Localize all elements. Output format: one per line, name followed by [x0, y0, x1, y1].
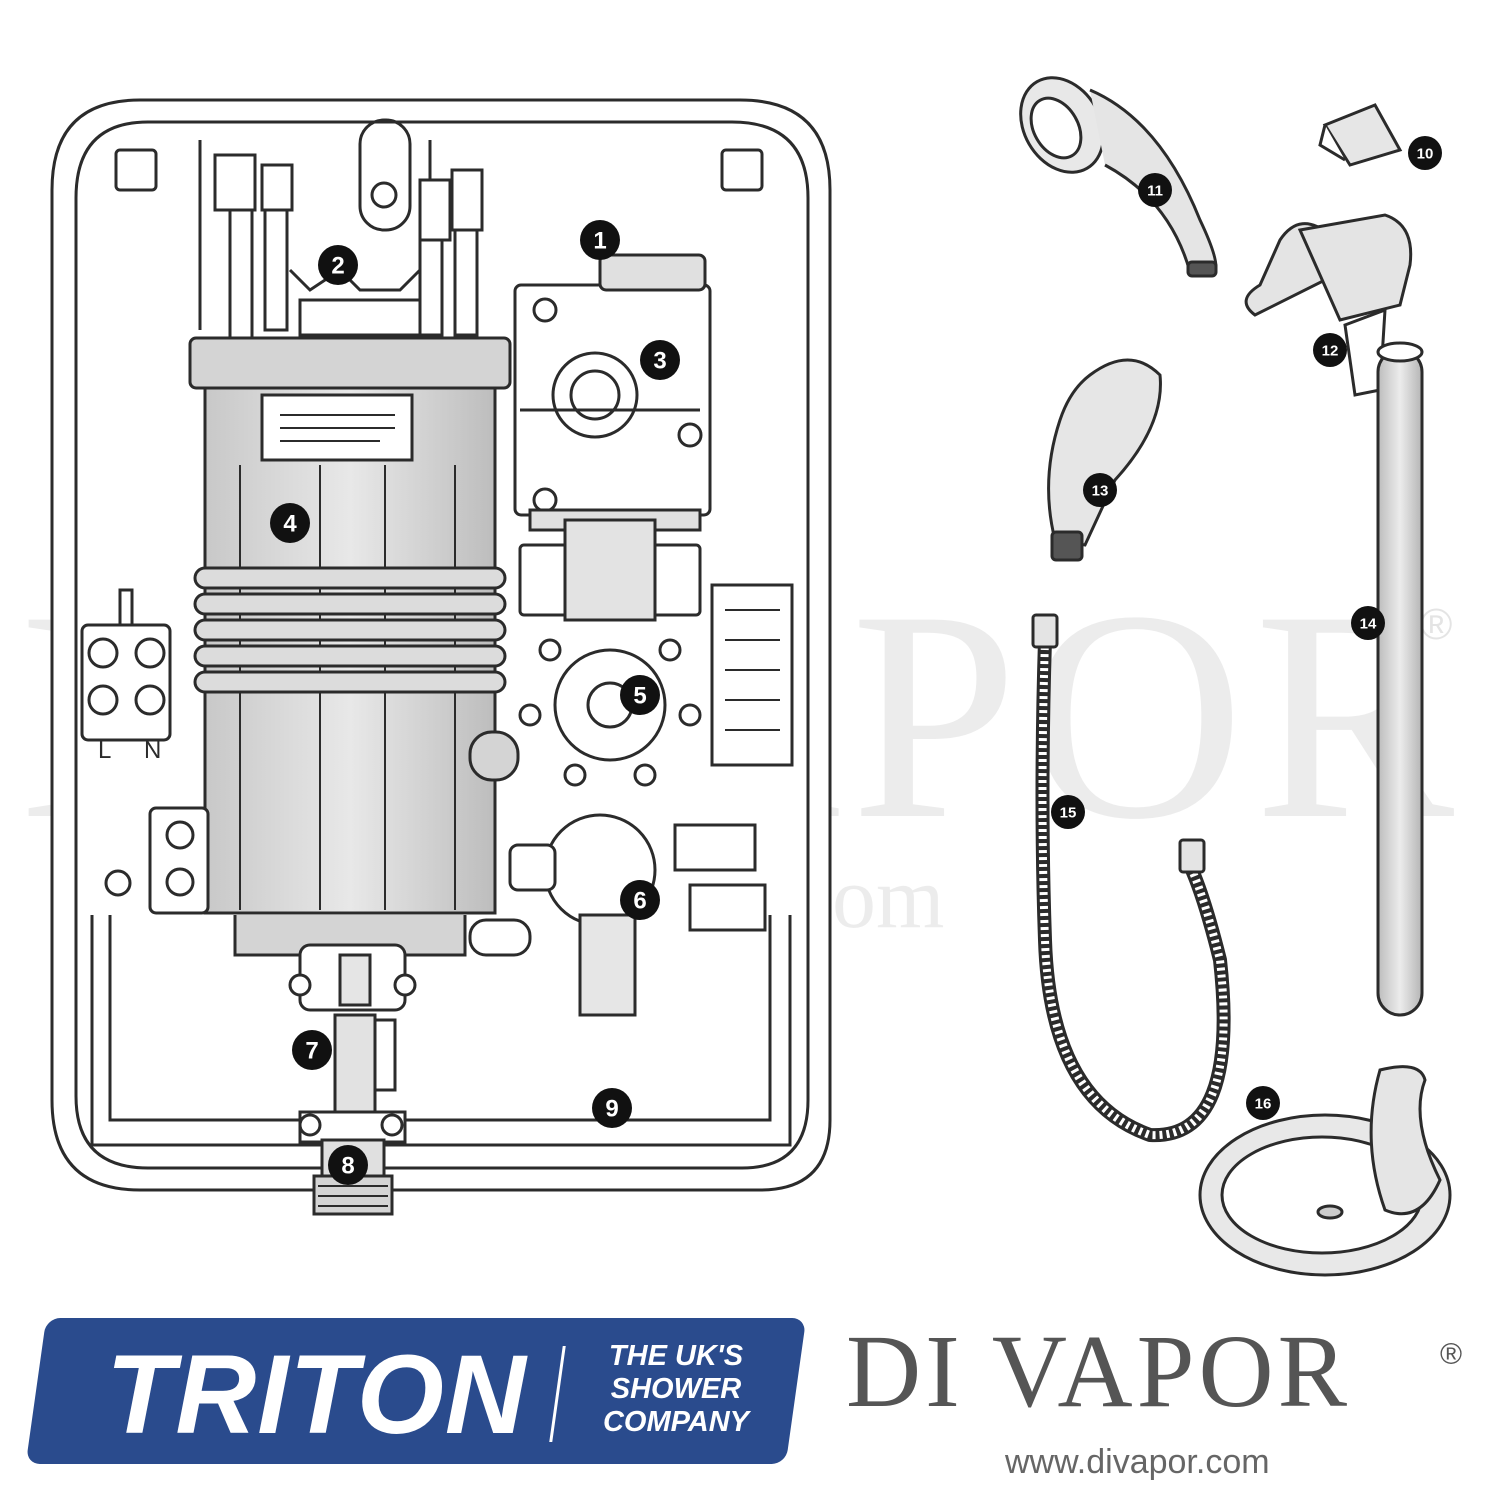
part-badge-15: 15 [1051, 795, 1085, 829]
watermark-registered: ® [1420, 600, 1453, 649]
part-number-label: 13 [1092, 483, 1109, 500]
shower-head [1019, 76, 1218, 278]
part-badge-circle [1083, 473, 1117, 507]
part-number-label: 7 [305, 1038, 318, 1065]
part-badge-8: 8 [328, 1145, 368, 1185]
part-number-label: 3 [653, 348, 666, 375]
triton-tagline-line-2: SHOWER [610, 1373, 742, 1405]
part-badge-circle [620, 880, 660, 920]
terminal-label-neutral: N [144, 737, 161, 764]
part-badge-12: 12 [1313, 333, 1347, 367]
part-badge-7: 7 [292, 1030, 332, 1070]
part-number-label: 11 [1147, 183, 1163, 200]
part-badge-circle [640, 340, 680, 380]
divapor-url: www.divapor.com [1005, 1443, 1270, 1481]
thermostat-assembly [513, 253, 712, 532]
part-badge-circle [1313, 333, 1347, 367]
part-number-label: 1 [593, 228, 606, 255]
part-badge-6: 6 [620, 880, 660, 920]
part-badge-circle [592, 1088, 632, 1128]
part-badge-circle [1246, 1086, 1280, 1120]
part-badge-13: 13 [1083, 473, 1117, 507]
part-badge-1: 1 [580, 220, 620, 260]
heater-can [188, 336, 520, 957]
part-number-label: 9 [605, 1096, 618, 1123]
part-badge-circle [1138, 173, 1172, 207]
part-badge-3: 3 [640, 340, 680, 380]
handset-alt [1047, 358, 1162, 562]
part-number-label: 6 [633, 888, 646, 915]
pressure-relief-device [468, 813, 767, 1017]
part-badge-14: 14 [1351, 606, 1385, 640]
earth-terminal [104, 806, 210, 915]
part-number-label: 14 [1360, 616, 1377, 633]
triton-tagline-line-1: THE UK'S [608, 1340, 744, 1372]
slider-bracket [1244, 213, 1413, 397]
part-badge-circle [328, 1145, 368, 1185]
divapor-registered-mark: ® [1440, 1338, 1463, 1371]
part-badge-5: 5 [620, 675, 660, 715]
triton-tagline-line-3: COMPANY [602, 1406, 750, 1438]
rating-label [710, 583, 794, 767]
part-number-label: 8 [341, 1153, 354, 1180]
part-badge-circle [292, 1030, 332, 1070]
terminal-label-live: L [98, 737, 111, 764]
part-badge-circle [620, 675, 660, 715]
part-badge-circle [580, 220, 620, 260]
part-badge-9: 9 [592, 1088, 632, 1128]
triton-divider [549, 1346, 566, 1442]
part-number-label: 15 [1060, 805, 1077, 822]
part-badge-2: 2 [318, 245, 358, 285]
part-badge-circle [1051, 795, 1085, 829]
part-number-label: 12 [1322, 343, 1339, 360]
part-badge-circle [270, 503, 310, 543]
part-number-label: 10 [1417, 146, 1434, 163]
outlet-assembly [288, 943, 417, 1216]
soap-dish [1198, 1065, 1452, 1277]
part-number-label: 5 [633, 683, 646, 710]
part-number-label: 4 [283, 511, 297, 538]
part-badge-16: 16 [1246, 1086, 1280, 1120]
part-badge-11: 11 [1138, 173, 1172, 207]
terminal-block [80, 588, 172, 742]
part-badge-circle [318, 245, 358, 285]
part-number-label: 16 [1255, 1096, 1272, 1113]
part-badge-circle [1408, 136, 1442, 170]
part-badge-circle [1351, 606, 1385, 640]
triton-wordmark: TRITON [106, 1332, 527, 1457]
slide-rail [1376, 341, 1424, 1017]
inlet-pipes [213, 153, 484, 342]
part-badge-10: 10 [1408, 136, 1442, 170]
triton-tagline: THE UK'S SHOWER COMPANY [576, 1340, 776, 1439]
part-badge-4: 4 [270, 503, 310, 543]
hose-retainer [1318, 103, 1403, 167]
part-number-label: 2 [331, 253, 344, 280]
triton-logo: TRITON THE UK'S SHOWER COMPANY [36, 1318, 796, 1464]
divapor-wordmark: DI VAPOR [846, 1314, 1351, 1429]
shower-hose [1031, 613, 1231, 1143]
